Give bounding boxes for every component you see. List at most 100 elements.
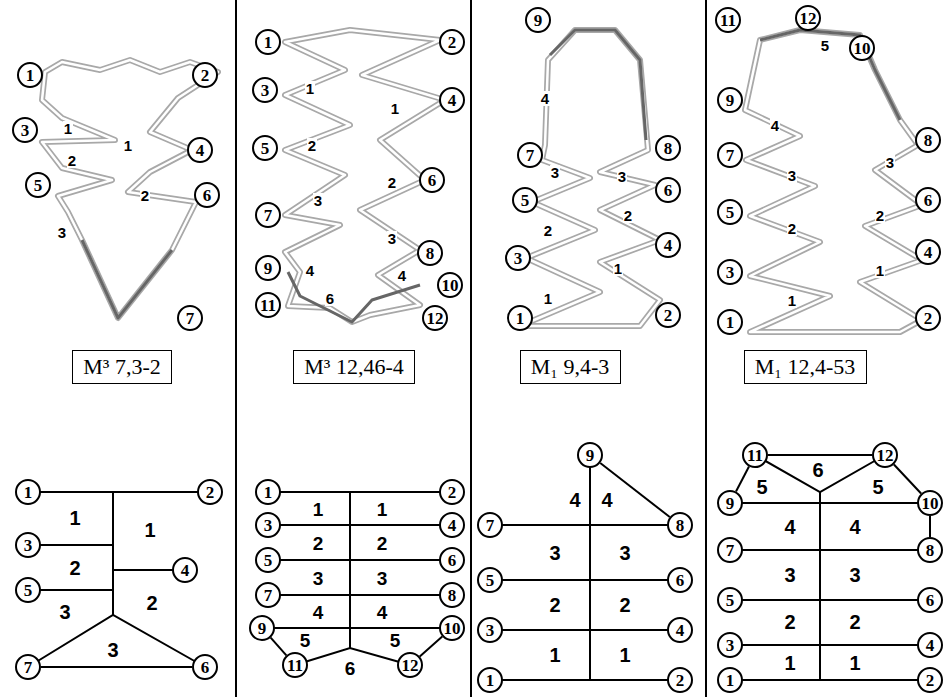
circle-number: 5 [486,572,495,589]
circle-number: 4 [181,562,190,579]
cusp-number: 4 [600,490,613,510]
circle-number: 6 [664,182,673,199]
cusp-number: 2 [875,208,885,223]
cusp-number: 2 [307,138,317,153]
cusp-number: 1 [613,261,623,276]
circled-number: 9 [577,442,603,468]
circled-number: 5 [512,187,538,213]
circled-number: 5 [717,199,743,225]
circled-number: 3 [717,632,743,658]
circled-number: 5 [255,547,281,573]
circle-number: 8 [448,587,457,604]
circle-number: 1 [486,672,495,689]
circled-number: 7 [15,654,41,680]
circle-number: 4 [664,237,673,254]
circle-number: 4 [196,142,205,159]
circle-number: 2 [676,672,685,689]
cusp-number: 1 [63,121,73,136]
circled-number: 9 [255,255,281,281]
cusp-number: 4 [770,118,780,133]
cusp-number: 3 [387,231,397,246]
circle-number: 7 [186,310,195,327]
cusp-number: 2 [548,595,561,615]
circled-number: 1 [255,479,281,505]
circle-number: 9 [534,12,543,29]
circle-number: 3 [726,264,735,281]
circle-number: 2 [664,307,673,324]
cusp-number: 3 [550,165,560,180]
circled-number: 5 [252,135,278,161]
cusp-number: 4 [783,517,796,537]
circle-number: 9 [726,92,735,109]
cusp-number: 1 [548,645,561,665]
circle-number: 4 [448,517,457,534]
cusp-number: 2 [145,593,158,613]
cusp-number: 4 [312,603,325,622]
circle-number: 6 [448,552,457,569]
circled-number: 6 [667,567,693,593]
circled-number: 5 [717,587,743,613]
circle-number: 12 [427,310,444,327]
cusp-number: 3 [58,602,71,622]
circle-number: 12 [877,447,894,464]
circled-number: 4 [439,512,465,538]
circled-number: 9 [525,7,551,33]
circled-number: 4 [667,617,693,643]
circled-number: 4 [915,239,941,265]
cusp-number: 2 [543,223,553,238]
cusp-number: 2 [140,188,150,203]
circle-number: 5 [24,582,33,599]
circle-number: 6 [428,172,437,189]
circle-number: 5 [726,592,735,609]
circled-number: 6 [192,654,218,680]
cusp-number: 1 [312,500,325,519]
cusp-number: 5 [871,477,884,497]
circled-number: 12 [872,442,898,468]
cusp-number: 2 [312,534,325,553]
circle-number: 1 [264,484,273,501]
cusp-number: 1 [787,293,797,308]
circle-number: 10 [854,40,871,57]
circle-number: 10 [442,277,459,294]
cusp-number: 2 [623,208,633,223]
formula-box: M³ 12,46-4 [293,350,415,384]
circle-number: 11 [720,12,736,29]
circled-number: 7 [717,142,743,168]
cusp-number: 4 [397,268,407,283]
circled-number: 11 [282,652,308,678]
circled-number: 4 [655,232,681,258]
circled-number: 12 [397,652,423,678]
circled-number: 7 [255,582,281,608]
circle-number: 6 [926,592,935,609]
circle-number: 10 [922,495,939,512]
circled-number: 7 [177,305,203,331]
circle-number: 12 [402,657,419,674]
circled-number: 6 [194,182,220,208]
cusp-number: 1 [783,653,796,673]
schema-lines [28,455,930,680]
circled-number: 1 [507,305,533,331]
circled-number: 7 [477,512,503,538]
cusp-number: 1 [143,520,156,540]
formula-box: M₁ 9,4-3 [520,350,621,384]
circle-number: 4 [676,622,685,639]
link-line [930,516,931,537]
circled-number: 4 [917,632,943,658]
circled-number: 8 [417,240,443,266]
circle-number: 1 [24,484,33,501]
circled-number: 2 [655,302,681,328]
link-line [420,637,442,657]
circle-number: 2 [206,484,215,501]
circled-number: 5 [477,567,503,593]
circle-number: 8 [676,517,685,534]
circle-number: 4 [926,637,935,654]
cusp-number: 3 [57,225,67,240]
circled-number: 11 [715,7,741,33]
cusp-number: 4 [305,263,315,278]
cusp-number: 1 [390,101,400,116]
circled-number: 4 [172,557,198,583]
cusp-number: 3 [787,168,797,183]
circle-number: 7 [264,207,273,224]
